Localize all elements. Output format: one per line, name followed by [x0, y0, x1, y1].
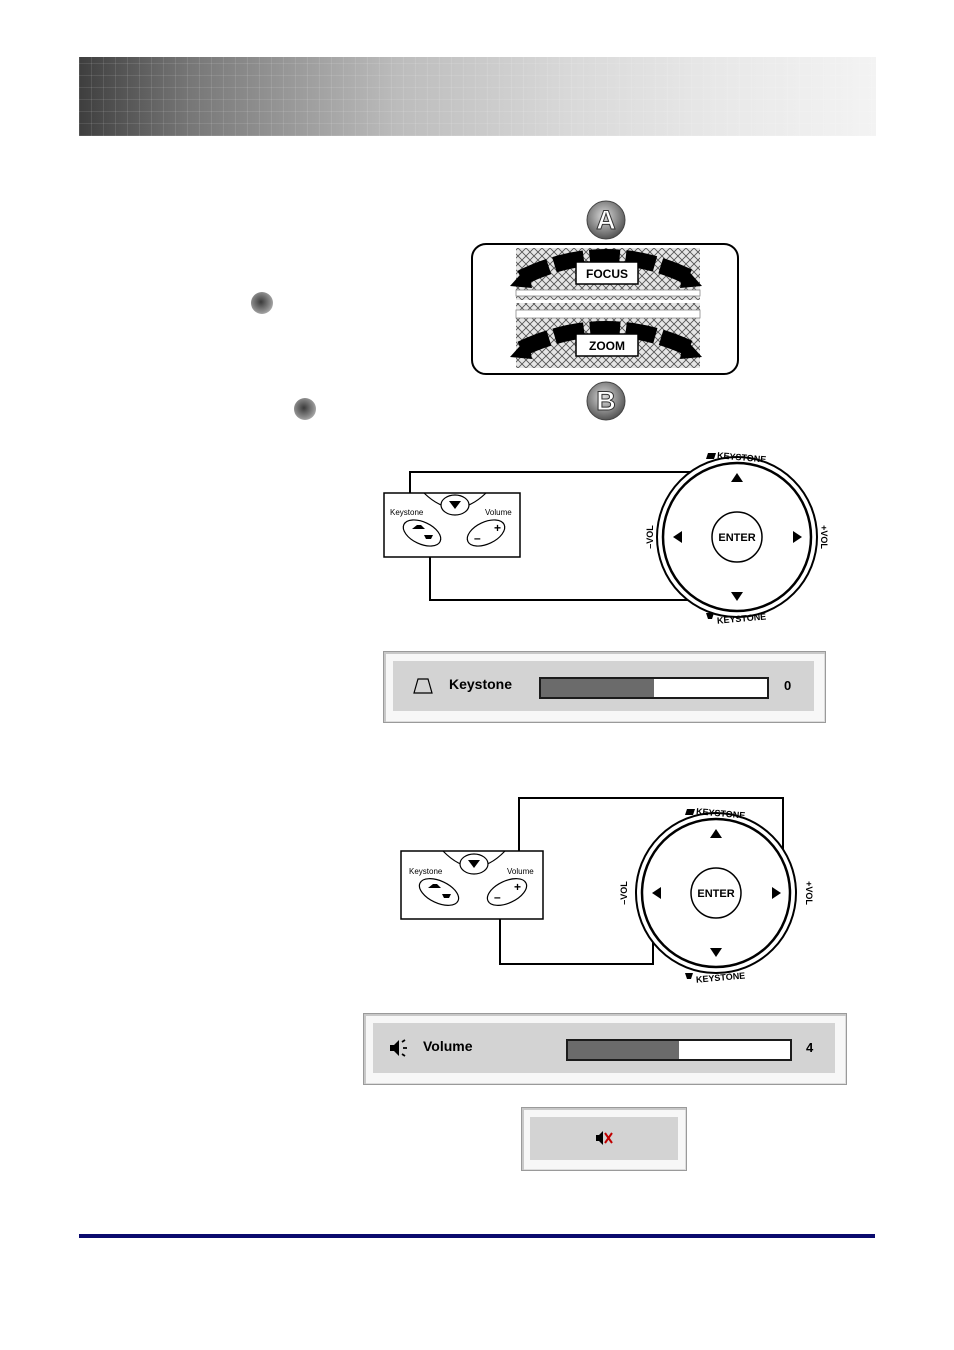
panel-keystone-label: Keystone: [409, 867, 443, 876]
marker-a: A: [596, 205, 616, 235]
bullet-icon: [251, 292, 273, 314]
dial-vol-plus: +VOL: [819, 525, 829, 549]
volume-level-fill: [568, 1041, 679, 1059]
keystone-down-icon: [706, 613, 714, 619]
dial-vol-minus: –VOL: [645, 525, 655, 549]
keystone-level-fill: [541, 679, 654, 697]
speaker-muted-icon: [595, 1130, 613, 1146]
volume-plus: +: [514, 880, 521, 894]
header-banner: [79, 57, 876, 136]
trapezoid-icon: [413, 677, 433, 695]
dial-vol-plus: +VOL: [804, 881, 814, 905]
marker-b: B: [596, 386, 616, 416]
panel-volume-label: Volume: [485, 508, 512, 517]
footer-rule: [79, 1234, 875, 1238]
lens-ring-diagram: FOCUS ZOOM A B: [466, 196, 746, 426]
keystone-control-diagram: Keystone Volume + – ENTER KEYSTONE KEYST…: [380, 445, 840, 630]
enter-label: ENTER: [718, 532, 755, 544]
mute-osd: [521, 1107, 687, 1171]
volume-osd-label: Volume: [423, 1038, 473, 1054]
volume-osd: Volume 4: [363, 1013, 847, 1085]
keystone-up-icon: [706, 453, 716, 459]
keystone-up-icon: [685, 809, 695, 815]
volume-level-bar: [566, 1039, 792, 1061]
bullet-icon: [294, 398, 316, 420]
volume-minus: –: [494, 890, 501, 904]
speaker-icon: [388, 1038, 410, 1058]
panel-keystone-label: Keystone: [390, 508, 424, 517]
volume-control-diagram: Keystone Volume + – ENTER KEYSTONE KEYST…: [397, 793, 837, 993]
panel-volume-label: Volume: [507, 867, 534, 876]
keystone-osd-value: 0: [784, 678, 791, 693]
volume-minus: –: [474, 531, 481, 545]
volume-plus: +: [494, 521, 501, 535]
volume-osd-value: 4: [806, 1040, 813, 1055]
keystone-osd: Keystone 0: [383, 651, 826, 723]
enter-label: ENTER: [697, 888, 734, 900]
keystone-osd-label: Keystone: [449, 676, 512, 692]
dial-vol-minus: –VOL: [619, 881, 629, 905]
keystone-level-bar: [539, 677, 769, 699]
focus-label: FOCUS: [586, 267, 628, 281]
zoom-label: ZOOM: [589, 339, 625, 353]
keystone-down-icon: [685, 973, 693, 979]
